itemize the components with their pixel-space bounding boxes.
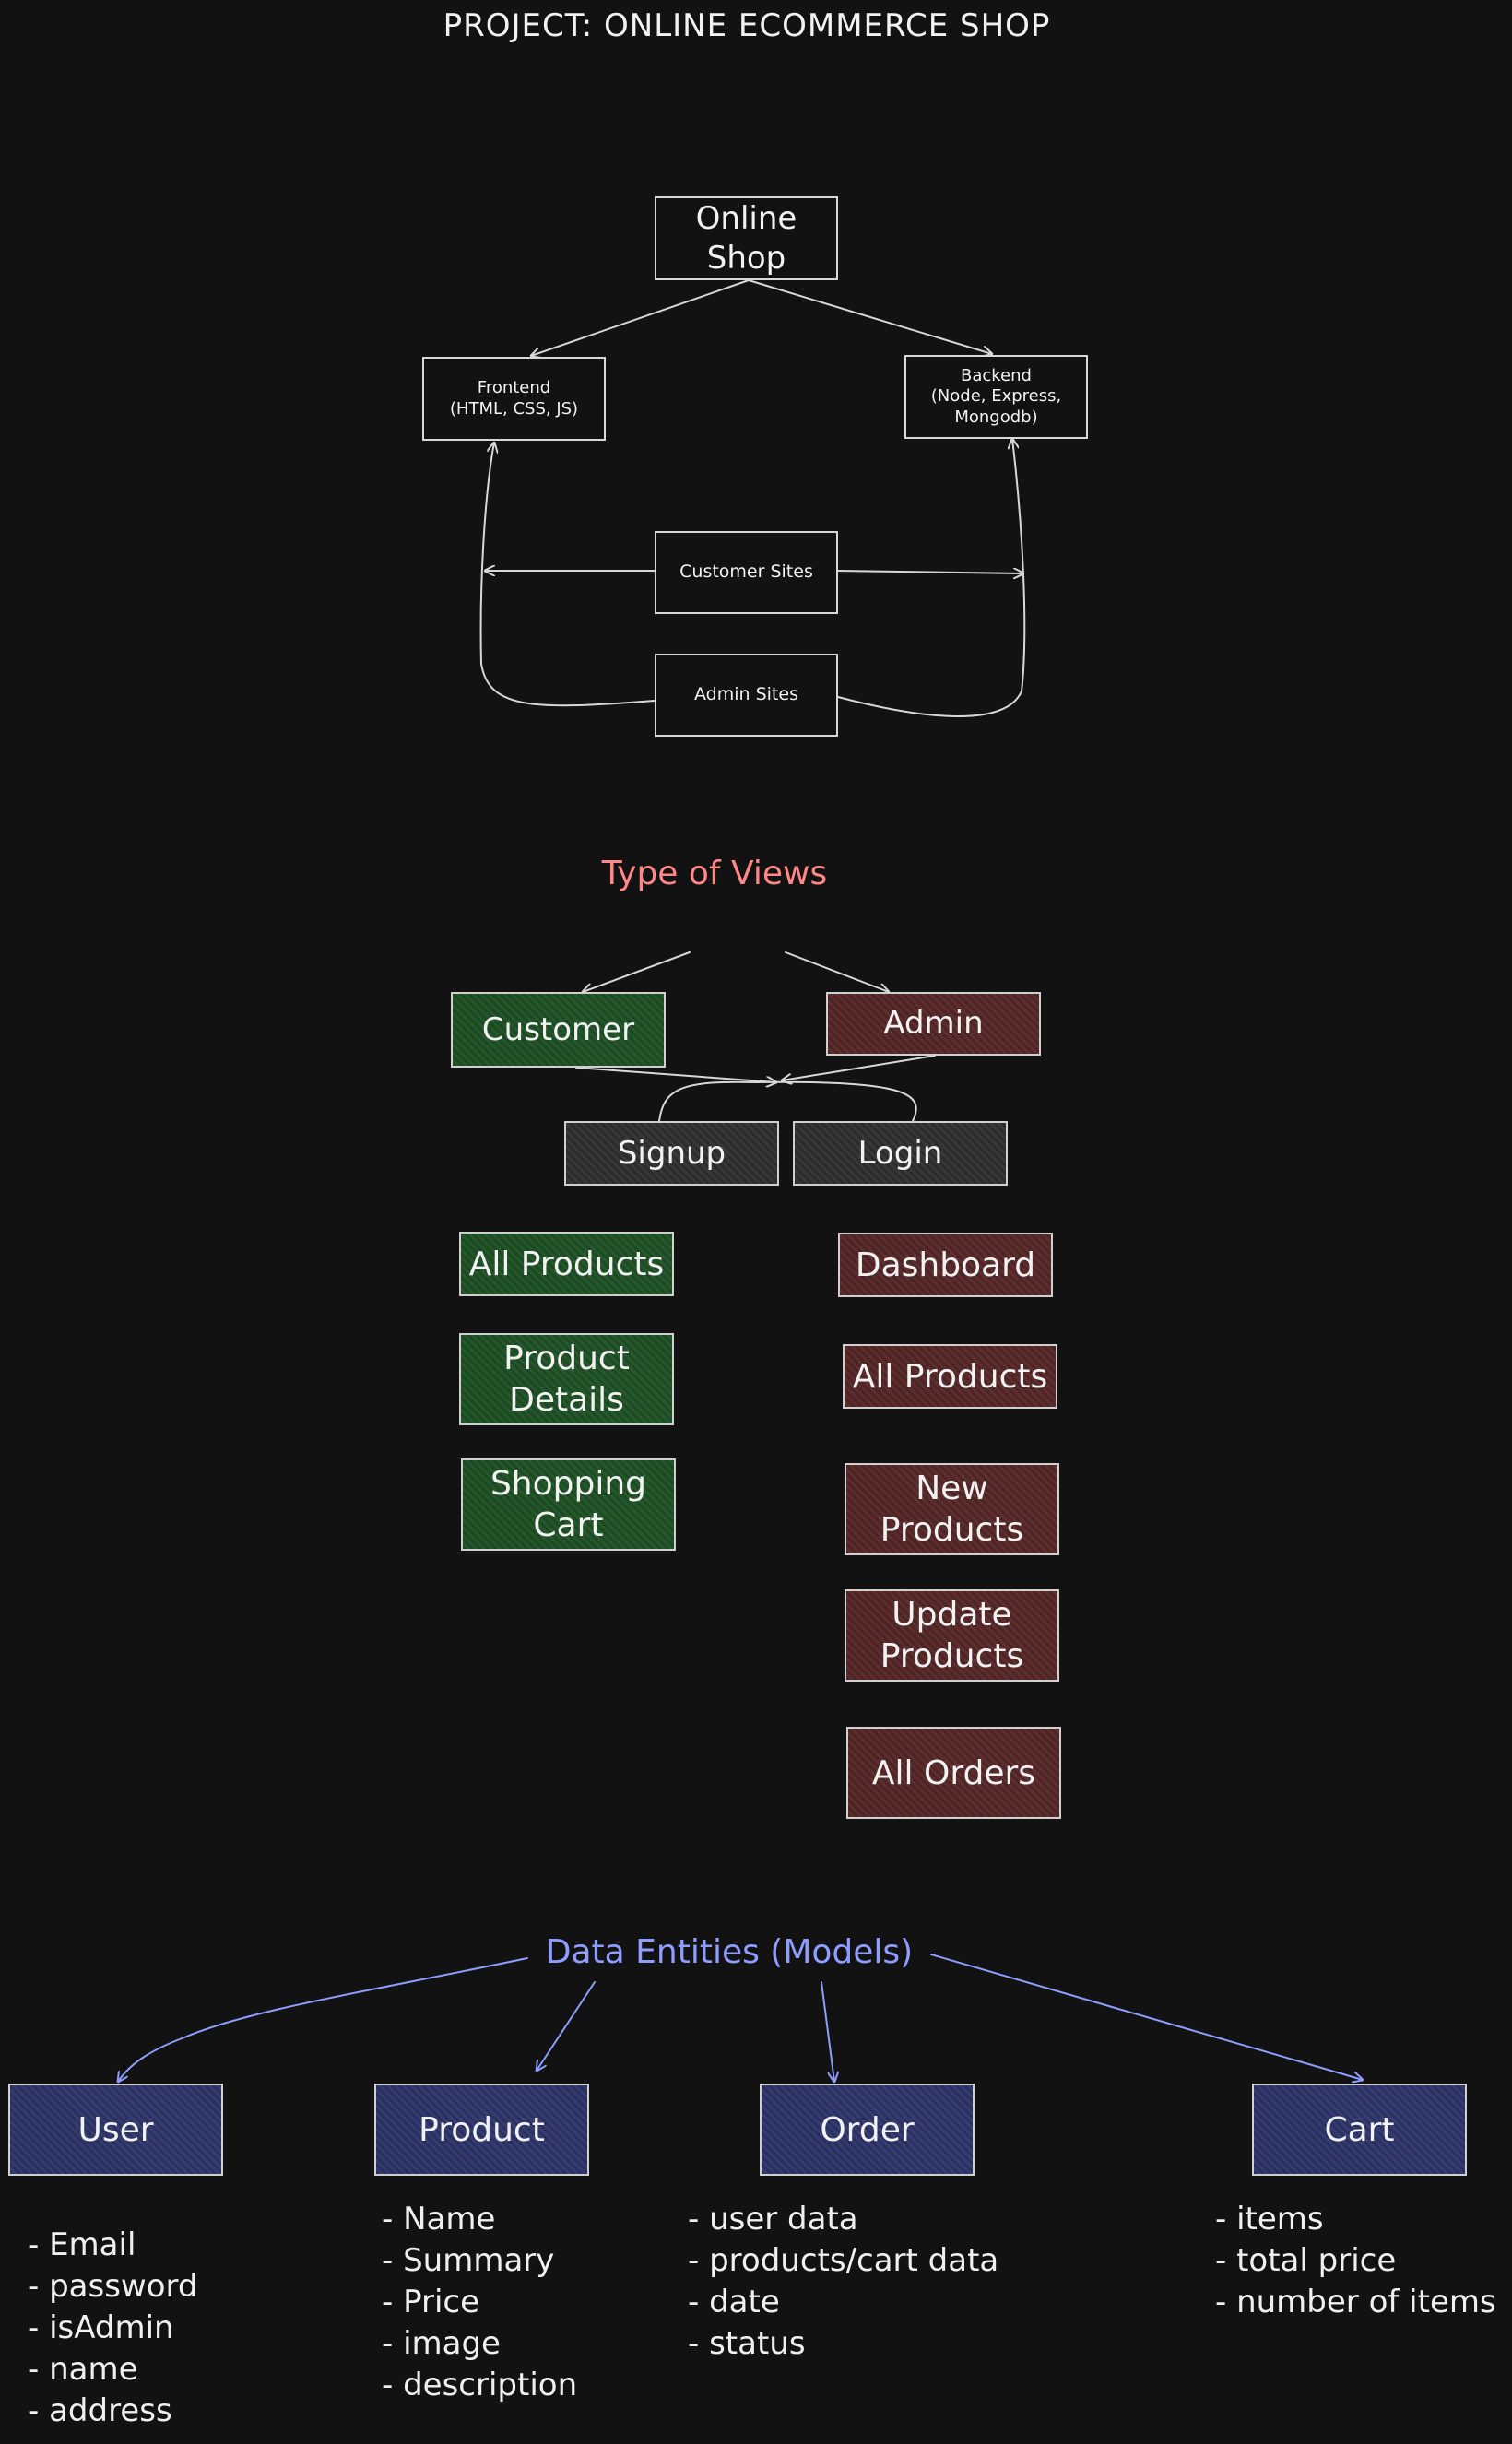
list-item: date: [688, 2282, 998, 2323]
list-item: status: [688, 2323, 998, 2365]
list-item: Name: [382, 2199, 577, 2240]
backend-node[interactable]: Backend (Node, Express, Mongodb): [904, 355, 1088, 439]
list-item: products/cart data: [688, 2240, 998, 2282]
page-title: PROJECT: ONLINE ECOMMERCE SHOP: [443, 7, 1051, 44]
entity-cart[interactable]: Cart: [1252, 2084, 1467, 2176]
online-shop-node[interactable]: Online Shop: [655, 196, 838, 280]
list-item: isAdmin: [28, 2308, 198, 2349]
customer-page-all-products[interactable]: All Products: [459, 1232, 674, 1296]
list-item: description: [382, 2365, 577, 2406]
order-fields-list: user data products/cart data date status: [688, 2199, 998, 2365]
list-item: user data: [688, 2199, 998, 2240]
arrow-models-to-product: [537, 1981, 596, 2071]
list-item: password: [28, 2266, 197, 2308]
arrow-admin-to-auth: [782, 1055, 936, 1080]
product-fields-list: Name Summary Price image description: [382, 2199, 577, 2406]
line-auth-to-signup: [658, 1080, 757, 1122]
arrow-root-to-backend: [748, 279, 992, 354]
arrow-models-to-user: [118, 1957, 528, 2082]
admin-page-all-orders[interactable]: All Orders: [846, 1727, 1061, 1819]
admin-page-update-products[interactable]: Update Products: [845, 1589, 1059, 1682]
entities-heading: Data Entities (Models): [545, 1933, 914, 1971]
list-item: image: [382, 2323, 577, 2365]
signup-node[interactable]: Signup: [564, 1121, 779, 1186]
list-item: Email: [28, 2225, 198, 2266]
cart-fields-list: items total price number of items: [1215, 2199, 1496, 2323]
line-auth-to-login: [755, 1080, 917, 1122]
arrow-customer-sites-to-backend: [837, 571, 1023, 573]
arrow-customer-to-auth: [575, 1067, 776, 1082]
list-item: total price: [1215, 2240, 1496, 2282]
list-item: name: [28, 2349, 198, 2391]
list-item: Summary: [382, 2240, 577, 2282]
user-fields-list: Email password isAdmin name address: [28, 2225, 198, 2432]
list-item: Price: [382, 2282, 577, 2323]
arrow-views-to-admin: [785, 951, 889, 992]
admin-page-all-products[interactable]: All Products: [843, 1344, 1057, 1409]
arrow-admin-sites-to-backend: [837, 439, 1026, 717]
login-node[interactable]: Login: [793, 1121, 1008, 1186]
list-item: number of items: [1215, 2282, 1496, 2323]
arrow-root-to-frontend: [531, 279, 750, 356]
customer-sites-node[interactable]: Customer Sites: [655, 531, 838, 614]
admin-page-dashboard[interactable]: Dashboard: [838, 1233, 1053, 1297]
customer-page-shopping-cart[interactable]: Shopping Cart: [461, 1458, 676, 1551]
entity-order[interactable]: Order: [760, 2084, 975, 2176]
entity-user[interactable]: User: [8, 2084, 223, 2176]
customer-node[interactable]: Customer: [451, 992, 666, 1068]
admin-sites-node[interactable]: Admin Sites: [655, 654, 838, 737]
arrow-views-to-customer: [583, 951, 691, 992]
admin-node[interactable]: Admin: [826, 992, 1041, 1056]
admin-page-new-products[interactable]: New Products: [845, 1463, 1059, 1555]
list-item: address: [28, 2391, 198, 2432]
arrow-models-to-cart: [930, 1954, 1363, 2080]
list-item: items: [1215, 2199, 1496, 2240]
frontend-node[interactable]: Frontend (HTML, CSS, JS): [422, 357, 606, 441]
arrow-admin-sites-to-frontend: [479, 443, 656, 707]
views-heading: Type of Views: [601, 855, 828, 892]
arrow-models-to-order: [821, 1981, 834, 2082]
entity-product[interactable]: Product: [374, 2084, 589, 2176]
customer-page-product-details[interactable]: Product Details: [459, 1333, 674, 1425]
